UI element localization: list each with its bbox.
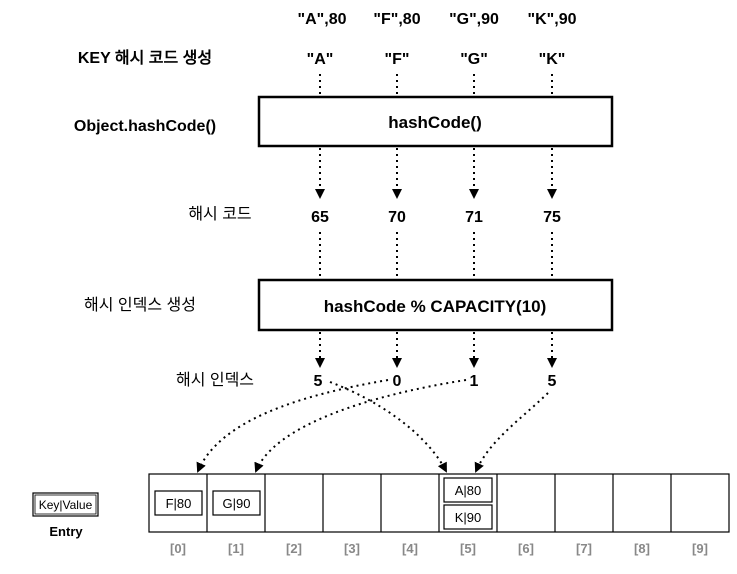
bucket-label-6: [6]	[518, 541, 534, 556]
key-k: "K"	[539, 51, 566, 68]
pair-f: "F",80	[373, 11, 420, 28]
bucket-label-5: [5]	[460, 541, 476, 556]
bucket-label-7: [7]	[576, 541, 592, 556]
hashcode-box	[257, 95, 614, 148]
hashcode-box-label: hashCode()	[388, 113, 482, 132]
bucket-label-8: [8]	[634, 541, 650, 556]
index-a: 5	[314, 373, 323, 390]
index-f: 0	[393, 373, 402, 390]
hash-70: 70	[388, 209, 406, 226]
pair-k: "K",90	[528, 11, 577, 28]
key-f: "F"	[385, 51, 410, 68]
legend-caption: Entry	[49, 524, 83, 539]
svg-text:K|90: K|90	[455, 510, 482, 525]
label-make-index: 해시 인덱스 생성	[84, 296, 196, 314]
key-a: "A"	[307, 51, 334, 68]
bucket-label-1: [1]	[228, 541, 244, 556]
bucket-label-9: [9]	[692, 541, 708, 556]
pair-g: "G",90	[449, 11, 499, 28]
pair-a: "A",80	[298, 11, 347, 28]
modulo-box-label: hashCode % CAPACITY(10)	[324, 297, 547, 316]
bucket-label-0: [0]	[170, 541, 186, 556]
hash-71: 71	[465, 209, 483, 226]
svg-text:G|90: G|90	[223, 496, 251, 511]
svg-text:F|80: F|80	[166, 496, 192, 511]
label-hash-index: 해시 인덱스	[176, 371, 254, 389]
key-g: "G"	[460, 51, 488, 68]
bucket-label-2: [2]	[286, 541, 302, 556]
modulo-box	[257, 278, 614, 332]
label-object-hashcode: Object.hashCode()	[74, 118, 216, 135]
hash-65: 65	[311, 209, 329, 226]
bucket-0-entry: F|80	[154, 490, 203, 516]
index-k: 5	[548, 373, 557, 390]
bucket-5-entry-1: A|80	[443, 477, 493, 503]
bucket-1-entry: G|90	[212, 490, 261, 516]
bucket-label-4: [4]	[402, 541, 418, 556]
label-key-hash: KEY 해시 코드 생성	[78, 49, 212, 67]
bucket-label-3: [3]	[344, 541, 360, 556]
index-g: 1	[470, 373, 479, 390]
bucket-5-entry-2: K|90	[443, 504, 493, 530]
svg-text:A|80: A|80	[455, 483, 482, 498]
hash-75: 75	[543, 209, 561, 226]
legend-entry: Key|Value	[32, 492, 99, 517]
label-hash-code: 해시 코드	[188, 205, 251, 223]
legend-entry-label: Key|Value	[39, 498, 93, 512]
